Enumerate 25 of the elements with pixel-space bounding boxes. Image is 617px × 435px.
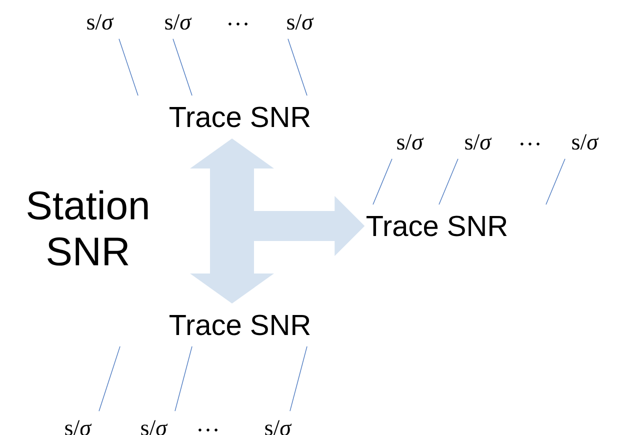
ratio-label: s/σ [87, 14, 114, 30]
ellipsis: … [198, 428, 218, 432]
ellipsis: … [228, 22, 248, 26]
connector-line [172, 38, 192, 96]
ellipsis: … [520, 142, 540, 146]
connector-line [438, 158, 458, 205]
trace-label: Trace SNR [170, 314, 310, 336]
trace-label: Trace SNR [170, 106, 310, 128]
block-arrow [190, 226, 274, 304]
connector-line [372, 158, 392, 205]
block-arrow [190, 138, 274, 226]
connector-line [98, 346, 120, 412]
ratio-label: s/σ [397, 134, 424, 150]
connector-line [174, 346, 192, 412]
ratio-label: s/σ [287, 14, 314, 30]
connector-line [290, 346, 308, 412]
connector-line [546, 158, 566, 205]
connector-line [118, 38, 138, 96]
ratio-label: s/σ [165, 14, 192, 30]
station-label: Station SNR [28, 190, 148, 266]
ratio-label: s/σ [465, 134, 492, 150]
connector-line [288, 38, 308, 96]
ratio-label: s/σ [572, 134, 599, 150]
block-arrow [254, 196, 365, 256]
trace-label: Trace SNR [366, 216, 507, 236]
